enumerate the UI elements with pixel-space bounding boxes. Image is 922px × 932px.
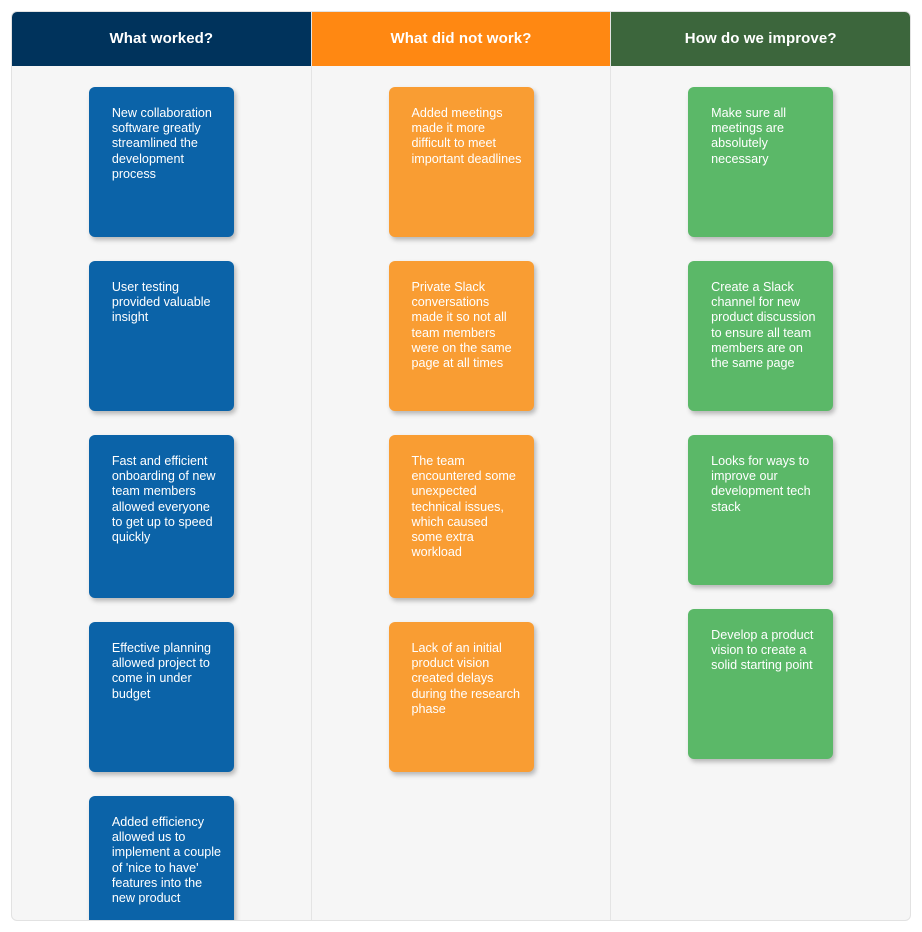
column-title: What did not work? — [390, 30, 532, 47]
column-title: What worked? — [109, 30, 214, 47]
column-cards-what-did-not-work: Added meetings made it more difficult to… — [312, 66, 611, 920]
retrospective-board: What worked? New collaboration software … — [11, 11, 911, 921]
sticky-note[interactable]: Make sure all meetings are absolutely ne… — [688, 87, 834, 237]
column-header-what-did-not-work: What did not work? — [311, 12, 611, 66]
sticky-note[interactable]: New collaboration software greatly strea… — [88, 87, 234, 237]
sticky-note[interactable]: The team encountered some unexpected tec… — [388, 435, 534, 598]
sticky-note[interactable]: Lack of an initial product vision create… — [388, 622, 534, 772]
sticky-note[interactable]: Fast and efficient onboarding of new tea… — [88, 435, 234, 598]
column-header-what-worked: What worked? — [12, 12, 311, 66]
column-how-do-we-improve: How do we improve? Make sure all meeting… — [610, 12, 910, 920]
column-cards-what-worked: New collaboration software greatly strea… — [12, 66, 311, 920]
column-cards-how-do-we-improve: Make sure all meetings are absolutely ne… — [611, 66, 910, 920]
sticky-note[interactable]: Private Slack conversations made it so n… — [388, 261, 534, 411]
sticky-note[interactable]: Effective planning allowed project to co… — [88, 622, 234, 772]
sticky-note[interactable]: Added meetings made it more difficult to… — [388, 87, 534, 237]
column-header-how-do-we-improve: How do we improve? — [611, 12, 910, 66]
sticky-note[interactable]: Develop a product vision to create a sol… — [688, 609, 834, 759]
column-what-did-not-work: What did not work? Added meetings made i… — [310, 12, 611, 920]
sticky-note[interactable]: Create a Slack channel for new product d… — [688, 261, 834, 411]
sticky-note[interactable]: Looks for ways to improve our developmen… — [688, 435, 834, 585]
sticky-note[interactable]: User testing provided valuable insight — [88, 261, 234, 411]
sticky-note[interactable]: Added efficiency allowed us to implement… — [88, 796, 234, 920]
column-title: How do we improve? — [684, 30, 837, 47]
column-what-worked: What worked? New collaboration software … — [12, 12, 311, 920]
